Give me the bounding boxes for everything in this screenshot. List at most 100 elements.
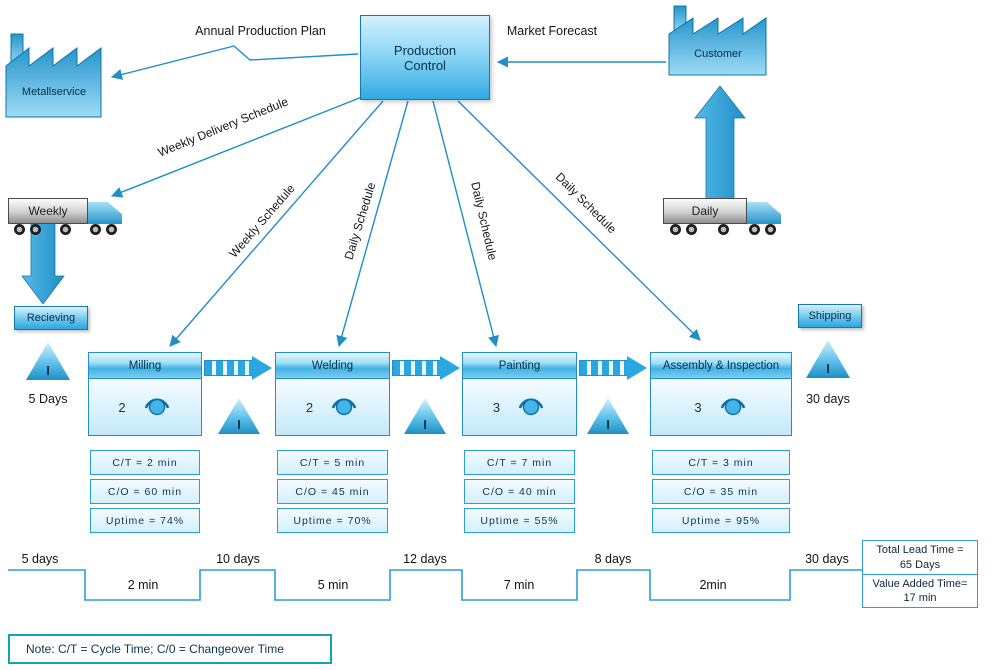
market-forecast-label: Market Forecast [506,24,598,38]
timeline-process-label: 7 min [503,578,535,592]
operator-gauge-icon [329,393,359,422]
timeline-process-label: 2 min [127,578,159,592]
outbound-truck: Daily [660,190,792,248]
annual-production-plan-label: Annual Production Plan [195,24,326,38]
timeline-line [8,569,862,601]
value-added-time: Value Added Time= 17 min [863,574,977,607]
inventory-time: 5 Days [28,392,68,406]
process-box-painting: Painting 3 [462,352,577,436]
wheel-icon [765,224,776,235]
customer-name: Customer [694,48,742,60]
data-box-assembly: C/T = 3 min C/O = 35 min Uptime = 95% [652,450,790,537]
cycle-time: C/T = 2 min [90,450,200,475]
operator-count: 2 [118,399,126,415]
factory-icon [5,33,102,118]
production-control-box: Production Control [360,15,490,100]
daily-schedule-arrow-assembly [457,100,701,341]
inventory-symbol: I [423,417,427,432]
uptime: Uptime = 74% [90,508,200,533]
timeline-wait-label: 12 days [403,552,447,566]
operator-gauge-icon [718,393,748,422]
receiving-box: Recieving [14,306,88,330]
timeline-process-label: 5 min [317,578,349,592]
note-box: Note: C/T = Cycle Time; C/0 = Changeover… [8,634,332,664]
wheel-icon [686,224,697,235]
wheel-icon [60,224,71,235]
process-box-welding: Welding 2 [275,352,390,436]
timeline-wait-label: 8 days [594,552,632,566]
uptime: Uptime = 70% [277,508,388,533]
timeline-process-label: 2min [699,578,727,592]
inbound-shipment-arrow [21,220,65,305]
changeover-time: C/O = 40 min [464,479,575,504]
changeover-time: C/O = 45 min [277,479,388,504]
timeline-wait-label: 30 days [805,552,849,566]
push-arrow [579,356,647,380]
wheel-icon [30,224,41,235]
process-title: Milling [88,352,202,379]
operator-count: 3 [492,399,501,415]
process-body: 2 [88,379,202,436]
uptime: Uptime = 95% [652,508,790,533]
data-box-painting: C/T = 7 min C/O = 40 min Uptime = 55% [464,450,575,537]
production-control-label: Production Control [393,42,457,73]
uptime: Uptime = 55% [464,508,575,533]
wheel-icon [106,224,117,235]
wheel-icon [14,224,25,235]
inventory-symbol: I [606,417,610,432]
data-box-welding: C/T = 5 min C/O = 45 min Uptime = 70% [277,450,388,537]
daily-schedule-arrow-welding [336,100,409,348]
inventory-time: 30 days [806,392,850,406]
lead-time-box: Total Lead Time = 65 Days Value Added Ti… [862,540,978,608]
weekly-delivery-schedule-arrow [110,96,363,198]
shipping-box: Shipping [798,304,862,328]
push-arrow-body [392,360,442,376]
operator-count: 2 [305,399,314,415]
process-title: Painting [462,352,577,379]
timeline-wait-label: 10 days [216,552,260,566]
process-box-assembly: Assembly & Inspection 3 [650,352,792,436]
inventory-symbol: I [826,361,830,376]
inventory-symbol: I [237,417,241,432]
cycle-time: C/T = 7 min [464,450,575,475]
changeover-time: C/O = 35 min [652,479,790,504]
process-body: 3 [650,379,792,436]
push-arrow [392,356,460,380]
push-arrow-body [204,360,254,376]
push-arrow [204,356,272,380]
process-title: Welding [275,352,390,379]
timeline-wait-label: 5 days [21,552,59,566]
data-box-milling: C/T = 2 min C/O = 60 min Uptime = 74% [90,450,200,537]
wheel-icon [90,224,101,235]
daily-schedule-arrow-painting [432,100,499,348]
push-arrow-body [579,360,629,376]
process-body: 3 [462,379,577,436]
push-arrow-head [440,356,460,380]
push-arrow-head [627,356,647,380]
supplier-name: Metallservice [21,86,87,98]
process-body: 2 [275,379,390,436]
operator-gauge-icon [516,393,546,422]
weekly-schedule-arrow [169,100,384,347]
supplier-factory: Metallservice [5,30,103,118]
push-arrow-head [252,356,272,380]
process-box-milling: Milling 2 [88,352,202,436]
cycle-time: C/T = 5 min [277,450,388,475]
inventory-symbol: I [46,363,50,378]
truck-cab-icon [88,202,122,224]
annual-production-plan-arrow [110,45,359,80]
outbound-frequency: Daily [663,198,747,224]
total-lead-time: Total Lead Time = 65 Days [876,544,964,571]
factory-icon [668,5,767,76]
operator-gauge-icon [142,393,172,422]
wheel-icon [670,224,681,235]
truck-cab-icon [747,202,781,224]
operator-count: 3 [694,399,702,415]
process-title: Assembly & Inspection [650,352,792,379]
changeover-time: C/O = 60 min [90,479,200,504]
wheel-icon [718,224,729,235]
cycle-time: C/T = 3 min [652,450,790,475]
inbound-truck: Weekly [8,190,128,248]
